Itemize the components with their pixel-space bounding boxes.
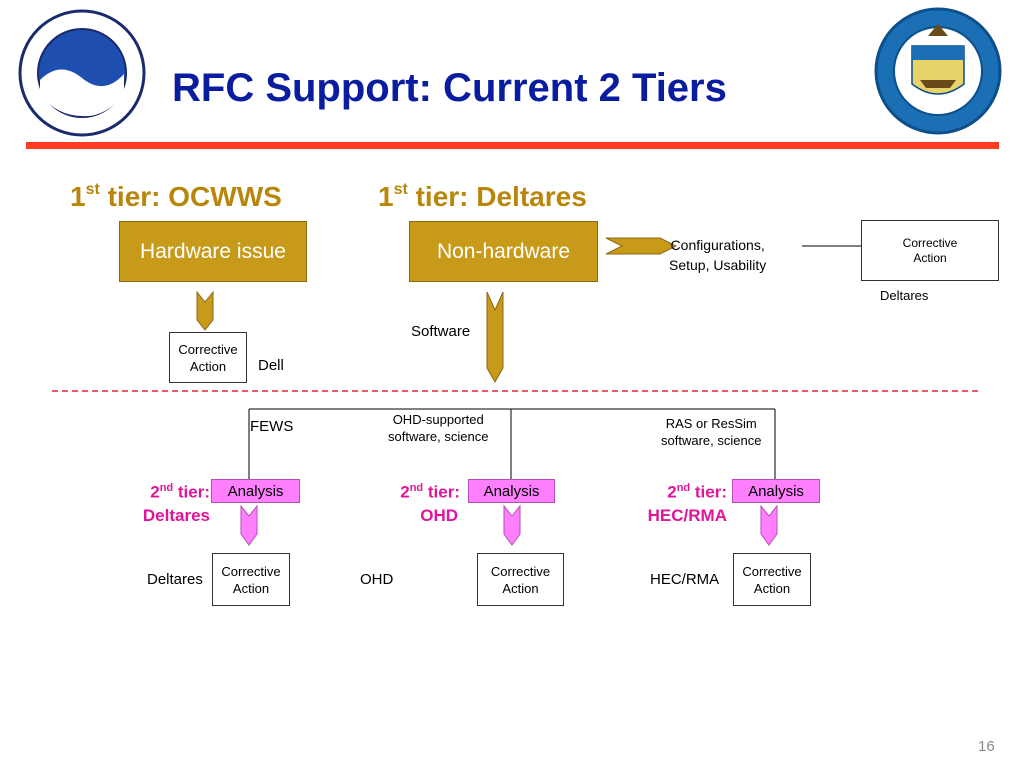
software-label: Software — [411, 323, 471, 340]
deltares-top-label: Deltares — [880, 288, 929, 303]
commerce-seal — [874, 7, 1002, 135]
deltares-side-label: Deltares — [147, 571, 203, 588]
tier-separator — [52, 390, 978, 392]
tier2-ohd-heading: 2nd tier: OHD — [400, 482, 460, 525]
analysis-box-deltares: Analysis — [211, 479, 300, 503]
hardware-issue-box: Hardware issue — [119, 221, 307, 282]
configurations-label: Configurations, Setup, Usability — [669, 237, 767, 273]
page-title: RFC Support: Current 2 Tiers — [172, 66, 727, 110]
ohd-side-label: OHD — [360, 571, 394, 588]
noaa-logo — [18, 9, 146, 137]
analysis-arrow-2 — [503, 504, 521, 546]
analysis-arrow-3 — [760, 504, 778, 546]
analysis-arrow-1 — [240, 504, 258, 546]
tier1-ocwws-heading: 1st tier: OCWWS — [70, 181, 282, 212]
dell-label: Dell — [258, 357, 284, 374]
fews-label: FEWS — [250, 418, 294, 435]
ohd-supported-label: OHD-supported software, science — [388, 412, 489, 444]
software-down-arrow — [486, 291, 504, 384]
non-hardware-box: Non-hardware — [409, 221, 598, 282]
tier2-deltares-heading: 2nd tier: Deltares — [142, 482, 210, 525]
hec-rma-side-label: HEC/RMA — [650, 571, 720, 588]
title-rule — [26, 142, 999, 149]
tier2-hec-rma-heading: 2nd tier: HEC/RMA — [647, 482, 727, 525]
ras-ressim-label: RAS or ResSim software, science — [661, 416, 762, 448]
config-right-arrow — [605, 237, 678, 255]
analysis-box-hec-rma: Analysis — [732, 479, 820, 503]
analysis-box-ohd: Analysis — [468, 479, 555, 503]
hardware-down-arrow — [196, 290, 214, 331]
page-number: 16 — [978, 738, 995, 755]
tier1-deltares-heading: 1st tier: Deltares — [378, 181, 587, 212]
